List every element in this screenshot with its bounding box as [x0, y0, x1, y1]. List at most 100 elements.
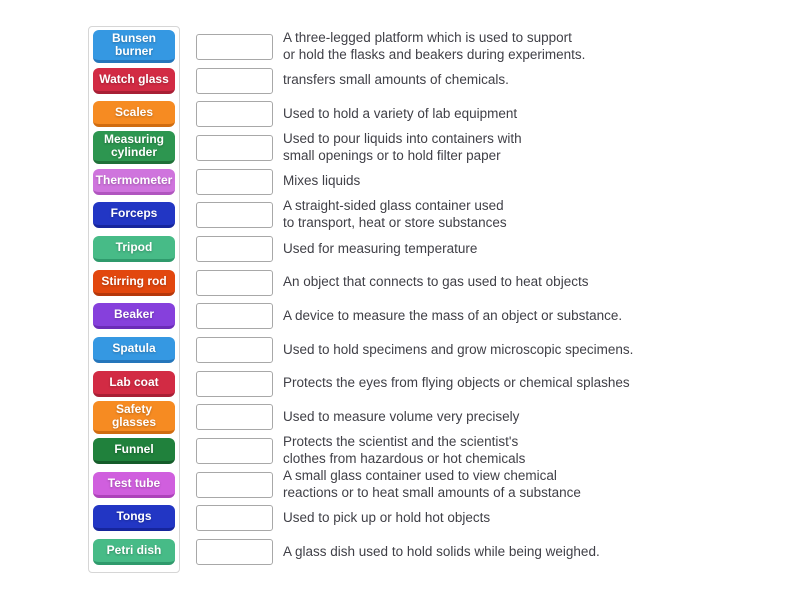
keyword-row: Forceps	[93, 198, 175, 232]
definition-row: Used to pour liquids into containers wit…	[283, 131, 788, 165]
keyword-tile-forceps[interactable]: Forceps	[93, 202, 175, 229]
answer-row	[196, 266, 273, 300]
answer-slot-7[interactable]	[196, 235, 273, 262]
definition-text: A straight-sided glass container used to…	[283, 198, 507, 231]
keyword-tile-beaker[interactable]: Beaker	[93, 303, 175, 330]
definitions-column: A three-legged platform which is used to…	[283, 30, 788, 569]
definition-row: Used for measuring temperature	[283, 232, 788, 266]
keyword-row: Funnel	[93, 434, 175, 468]
definition-row: Protects the scientist and the scientist…	[283, 434, 788, 468]
answer-row	[196, 468, 273, 502]
keyword-row: Test tube	[93, 468, 175, 502]
keyword-row: Petri dish	[93, 535, 175, 569]
keyword-tile-thermometer[interactable]: Thermometer	[93, 168, 175, 195]
keyword-tile-lab-coat[interactable]: Lab coat	[93, 370, 175, 397]
keyword-row: Spatula	[93, 333, 175, 367]
definition-text: Protects the scientist and the scientist…	[283, 434, 526, 467]
keyword-row: Watch glass	[93, 64, 175, 98]
answer-slot-12[interactable]	[196, 404, 273, 431]
definition-text: Used to pick up or hold hot objects	[283, 510, 491, 526]
answer-row	[196, 97, 273, 131]
keyword-tile-stirring-rod[interactable]: Stirring rod	[93, 269, 175, 296]
answer-slot-1[interactable]	[196, 33, 273, 60]
answer-slot-14[interactable]	[196, 471, 273, 498]
answer-row	[196, 401, 273, 435]
answer-row	[196, 434, 273, 468]
answer-slot-11[interactable]	[196, 370, 273, 397]
definition-row: A straight-sided glass container used to…	[283, 198, 788, 232]
definition-text: A three-legged platform which is used to…	[283, 30, 586, 62]
answer-row	[196, 64, 273, 98]
definition-row: A glass dish used to hold solids while b…	[283, 535, 788, 569]
answer-row	[196, 30, 273, 64]
keyword-row: Measuring cylinder	[93, 131, 175, 165]
answer-slot-10[interactable]	[196, 337, 273, 364]
definition-row: Used to pick up or hold hot objects	[283, 502, 788, 536]
definition-text: transfers small amounts of chemicals.	[283, 72, 509, 88]
definition-row: An object that connects to gas used to h…	[283, 266, 788, 300]
answer-slot-9[interactable]	[196, 303, 273, 330]
definition-row: Mixes liquids	[283, 165, 788, 199]
keyword-tile-safety-glasses[interactable]: Safety glasses	[93, 400, 175, 434]
answer-row	[196, 333, 273, 367]
keyword-tile-scales[interactable]: Scales	[93, 101, 175, 128]
answer-row	[196, 502, 273, 536]
answer-slot-6[interactable]	[196, 202, 273, 229]
keyword-row: Tripod	[93, 232, 175, 266]
answer-slot-5[interactable]	[196, 168, 273, 195]
definition-row: transfers small amounts of chemicals.	[283, 64, 788, 98]
keyword-tile-tripod[interactable]: Tripod	[93, 235, 175, 262]
answer-row	[196, 131, 273, 165]
keyword-row: Lab coat	[93, 367, 175, 401]
keyword-row: Bunsen burner	[93, 30, 175, 64]
answer-row	[196, 535, 273, 569]
answer-slot-15[interactable]	[196, 505, 273, 532]
definition-row: Used to measure volume very precisely	[283, 401, 788, 435]
definition-row: A three-legged platform which is used to…	[283, 30, 788, 64]
definition-text: Used to hold specimens and grow microsco…	[283, 341, 634, 357]
answer-slot-16[interactable]	[196, 539, 273, 566]
keyword-tile-petri-dish[interactable]: Petri dish	[93, 539, 175, 566]
keyword-tile-funnel[interactable]: Funnel	[93, 438, 175, 465]
definition-row: Used to hold specimens and grow microsco…	[283, 333, 788, 367]
definition-row: A device to measure the mass of an objec…	[283, 300, 788, 334]
definition-text: A device to measure the mass of an objec…	[283, 307, 623, 323]
definition-text: A small glass container used to view che…	[283, 467, 581, 500]
keyword-tile-measuring-cylinder[interactable]: Measuring cylinder	[93, 131, 175, 165]
keyword-row: Tongs	[93, 502, 175, 536]
definition-text: Used to pour liquids into containers wit…	[283, 131, 522, 163]
definition-text: Mixes liquids	[283, 173, 361, 189]
answer-slot-13[interactable]	[196, 438, 273, 465]
keyword-row: Beaker	[93, 300, 175, 334]
answer-row	[196, 367, 273, 401]
definition-text: Used for measuring temperature	[283, 240, 478, 256]
definition-text: Used to measure volume very precisely	[283, 409, 520, 424]
keyword-row: Safety glasses	[93, 400, 175, 435]
keyword-row: Scales	[93, 97, 175, 131]
definition-text: Protects the eyes from flying objects or…	[283, 375, 630, 391]
answer-slot-8[interactable]	[196, 269, 273, 296]
answer-row	[196, 300, 273, 334]
keyword-tile-watch-glass[interactable]: Watch glass	[93, 67, 175, 94]
keyword-tile-bunsen-burner[interactable]: Bunsen burner	[93, 30, 175, 64]
answer-row	[196, 232, 273, 266]
answer-slot-2[interactable]	[196, 67, 273, 94]
answer-row	[196, 165, 273, 199]
definition-row: A small glass container used to view che…	[283, 468, 788, 502]
keyword-tile-tongs[interactable]: Tongs	[93, 505, 175, 532]
definition-row: Used to hold a variety of lab equipment	[283, 97, 788, 131]
definition-text: An object that connects to gas used to h…	[283, 274, 589, 290]
answer-slot-3[interactable]	[196, 101, 273, 128]
answer-slots-column	[196, 30, 273, 569]
definition-text: Used to hold a variety of lab equipment	[283, 105, 518, 121]
definition-row: Protects the eyes from flying objects or…	[283, 367, 788, 401]
keyword-tile-test-tube[interactable]: Test tube	[93, 471, 175, 498]
answer-row	[196, 198, 273, 232]
keyword-row: Stirring rod	[93, 266, 175, 300]
keyword-tile-spatula[interactable]: Spatula	[93, 337, 175, 364]
keyword-row: Thermometer	[93, 165, 175, 199]
definition-text: A glass dish used to hold solids while b…	[283, 543, 600, 559]
answer-slot-4[interactable]	[196, 134, 273, 161]
